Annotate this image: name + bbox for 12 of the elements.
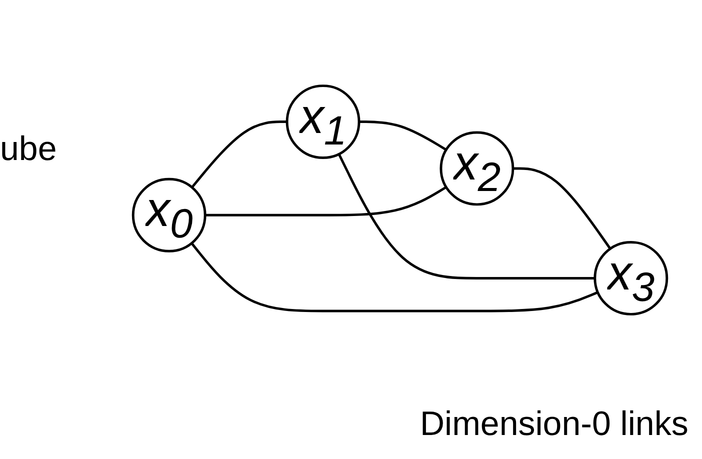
partial-title-text: ube xyxy=(0,130,57,169)
node-circle: x$_{1}$ xyxy=(286,84,360,159)
connector xyxy=(205,186,447,216)
node-circle: x$_{3}$ xyxy=(594,241,668,316)
connector xyxy=(338,154,595,280)
connector xyxy=(359,120,447,151)
connector xyxy=(190,242,598,312)
node-circle: x$_{0}$ xyxy=(132,178,206,252)
caption-text: Dimension-0 links xyxy=(420,405,688,444)
connector xyxy=(191,120,288,188)
connector xyxy=(512,167,612,250)
node-circle: x$_{2}$ xyxy=(440,131,514,206)
